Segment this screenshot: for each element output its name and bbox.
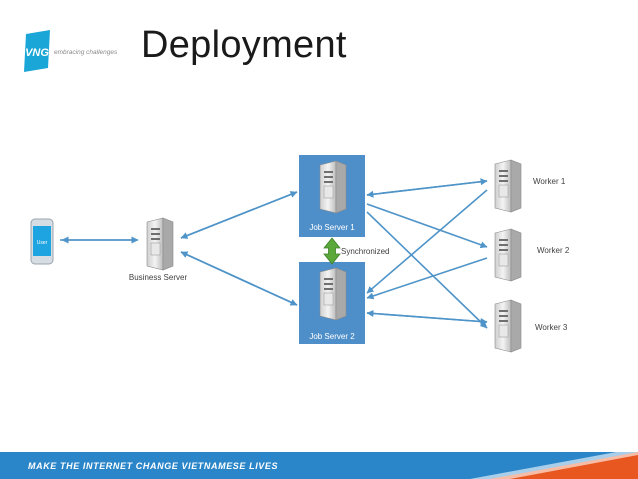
business-server-icon (146, 217, 174, 271)
worker-2-label: Worker 2 (537, 246, 570, 255)
arrow-job1-worker2 (366, 203, 488, 249)
arrow-worker3-job2 (366, 309, 488, 323)
footer-band: MAKE THE INTERNET CHANGE VIETNAMESE LIVE… (0, 452, 638, 479)
arrow-job1-worker3 (366, 211, 488, 329)
worker-2-icon (494, 228, 522, 282)
logo-tagline: embracing challenges (54, 49, 118, 56)
job-server-2-label: Job Server 2 (309, 332, 355, 341)
arrow-worker2-job2 (366, 257, 488, 300)
arrow-job1-business (180, 191, 298, 239)
sync-arrow-icon (323, 237, 341, 265)
arrow-job2-business (180, 251, 298, 306)
page-title: Deployment (141, 24, 347, 66)
job-server-1-label: Job Server 1 (309, 223, 355, 232)
logo-brand: VNG (25, 47, 49, 59)
job-server-2-icon (319, 267, 347, 321)
job-server-1-icon (319, 160, 347, 214)
worker-3-icon (494, 299, 522, 353)
worker-1-label: Worker 1 (533, 177, 566, 186)
arrow-worker1-job2 (366, 189, 488, 294)
business-server-label: Business Server (129, 273, 188, 282)
arrow-worker1-job1 (366, 180, 488, 198)
connection-arrows (60, 178, 488, 329)
vng-logo: VNG embracing challenges (24, 30, 118, 72)
worker-1-icon (494, 159, 522, 213)
logo-mark (24, 30, 50, 72)
phone-label: User (37, 240, 48, 246)
sync-label: Synchronized (341, 247, 389, 256)
worker-3-label: Worker 3 (535, 323, 568, 332)
footer-text: MAKE THE INTERNET CHANGE VIETNAMESE LIVE… (28, 461, 278, 471)
smartphone-icon: User (30, 218, 54, 265)
